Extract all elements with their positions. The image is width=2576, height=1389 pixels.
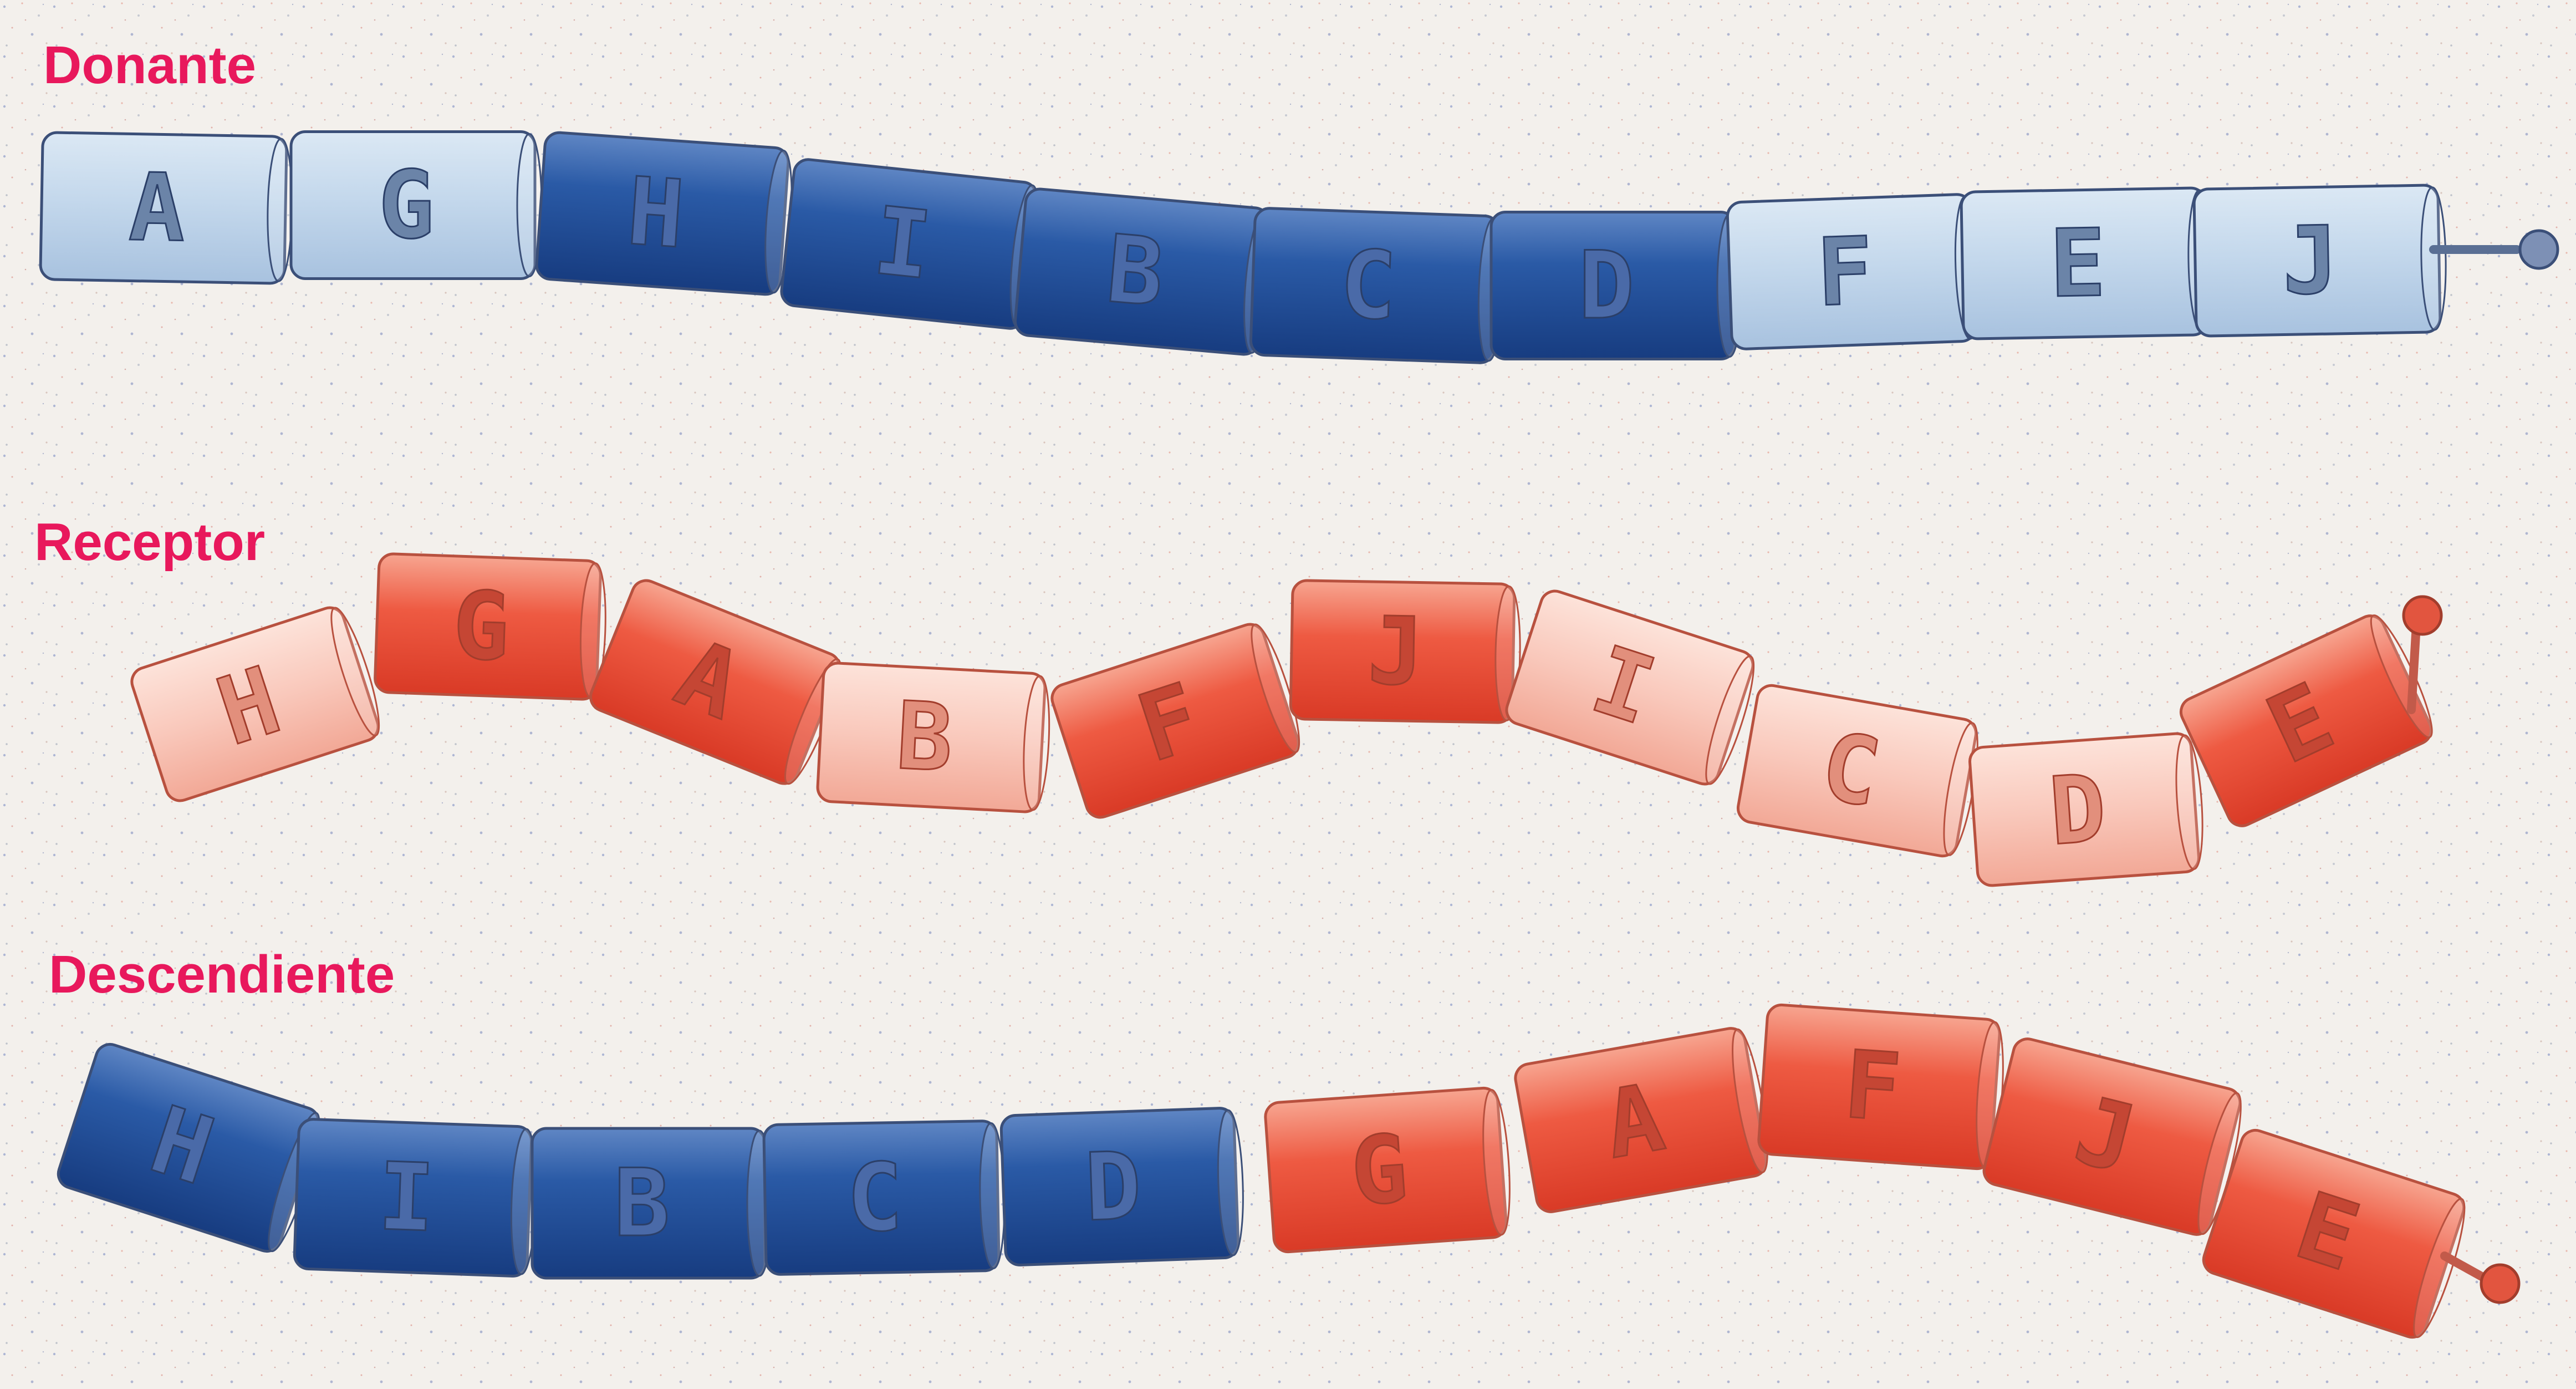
segment-donante-9: E xyxy=(1961,187,2215,339)
segment-letter: G xyxy=(1348,1115,1411,1227)
segment-donante-10: J xyxy=(2194,185,2447,336)
segment-letter: J xyxy=(1367,597,1425,706)
segment-descendiente-8: F xyxy=(1758,1004,2007,1170)
segment-donante-8: F xyxy=(1727,194,1983,349)
segment-letter: F xyxy=(1841,1030,1905,1143)
segment-descendiente-3: B xyxy=(532,1128,772,1278)
segment-letter: C xyxy=(846,1143,904,1253)
segment-donante-6: C xyxy=(1251,208,1506,364)
label-descendiente: Descendiente xyxy=(49,945,395,1004)
segment-receptor-6: J xyxy=(1290,581,1521,723)
segment-descendiente-2: I xyxy=(294,1119,538,1277)
segment-donante-2: G xyxy=(291,132,542,279)
segment-letter: B xyxy=(614,1149,670,1258)
segment-letter: D xyxy=(1083,1132,1143,1242)
segment-letter: D xyxy=(1578,231,1634,340)
segment-donante-5: B xyxy=(1014,188,1276,356)
segment-receptor-2: G xyxy=(375,553,608,700)
segment-letter: C xyxy=(1338,230,1398,340)
segment-letter: G xyxy=(451,571,511,681)
segment-letter: I xyxy=(869,186,936,301)
label-receptor: Receptor xyxy=(34,512,265,572)
segment-descendiente-4: C xyxy=(764,1121,1006,1274)
segment-receptor-4: B xyxy=(817,663,1053,813)
segment-donante-3: H xyxy=(535,131,795,296)
label-donante: Donante xyxy=(43,35,256,95)
segment-letter: G xyxy=(378,151,434,260)
segment-letter: D xyxy=(2046,754,2110,867)
segment-letter: H xyxy=(624,157,688,269)
segment-letter: A xyxy=(128,153,186,263)
segment-descendiente-5: D xyxy=(1001,1107,1245,1265)
segment-donante-1: A xyxy=(40,133,294,284)
segment-receptor-9: D xyxy=(1969,732,2206,887)
segment-letter: E xyxy=(2049,208,2107,318)
segment-letter: F xyxy=(1815,217,1875,327)
segment-donante-4: I xyxy=(780,158,1044,330)
segment-letter: B xyxy=(894,681,955,793)
segment-donante-7: D xyxy=(1491,212,1742,359)
segment-letter: B xyxy=(1103,215,1168,328)
segment-descendiente-6: G xyxy=(1264,1087,1514,1253)
segment-letter: I xyxy=(376,1142,436,1253)
segment-letter: J xyxy=(2282,206,2340,316)
